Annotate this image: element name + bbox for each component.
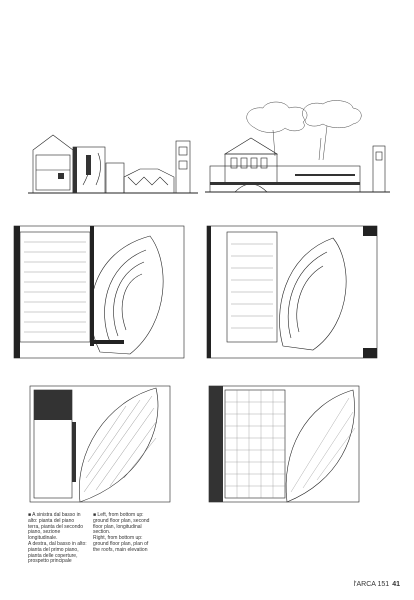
caption-english: ■ Left, from bottom up: ground floor pla… <box>93 512 155 554</box>
caption-line: floor plan, longitudinal <box>93 523 142 530</box>
second-floor-plan-drawing <box>13 225 185 359</box>
magazine-name: l'ARCA 151 <box>353 581 390 588</box>
caption-line: pianta delle coperture, <box>28 552 78 559</box>
caption-line: the roofs, main elevation <box>93 546 148 553</box>
caption-line: A destra, dal basso in alto: <box>28 540 87 547</box>
ground-floor-plan-bottom-drawing <box>29 385 171 503</box>
page-number: 41 <box>392 581 400 588</box>
caption-line: section. <box>93 529 111 536</box>
caption-line: terra, pianta del secondo <box>28 523 84 530</box>
longitudinal-section-drawing <box>28 134 198 194</box>
caption-line: ■ Left, from bottom up: <box>93 512 144 518</box>
caption-line: pianta del primo piano, <box>28 546 79 553</box>
caption-line: Right, from bottom up: <box>93 535 143 542</box>
caption-line: longitudinale. <box>28 535 58 542</box>
caption-line: ground floor plan, second <box>93 517 150 524</box>
caption-line: piano, sezione <box>28 529 61 536</box>
caption-line: ground floor plan, plan of <box>93 540 149 547</box>
caption-line: ■ A sinistra dal basso in <box>28 512 81 518</box>
main-elevation-drawing <box>205 100 390 193</box>
caption-line: prospetto principale <box>28 558 72 565</box>
caption-line: alto: pianta del piano <box>28 517 75 524</box>
ground-floor-plan-drawing <box>206 225 378 359</box>
caption-italian: ■ A sinistra dal basso in alto: pianta d… <box>28 512 90 565</box>
roof-plan-drawing <box>208 385 360 503</box>
